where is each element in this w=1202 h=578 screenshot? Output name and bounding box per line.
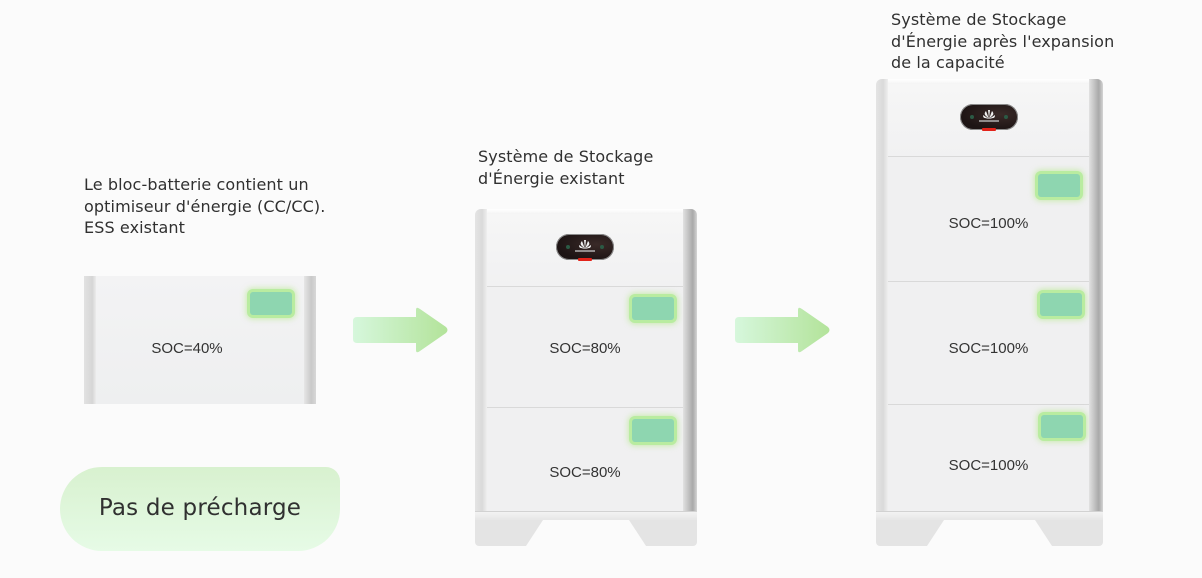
controller-module: [487, 214, 683, 286]
right-caption-line-2: d'Énergie après l'expansion: [891, 31, 1115, 51]
module-rail-right: [304, 276, 316, 404]
indicator-dot-right: [600, 245, 604, 249]
brand-text-mark: [979, 120, 999, 122]
status-red-indicator: [578, 258, 592, 261]
arrow-right-icon: [735, 307, 830, 353]
controller-display: [556, 234, 614, 261]
right-caption-line-1: Système de Stockage: [891, 10, 1067, 29]
status-led-icon: [632, 419, 674, 442]
status-led-icon: [1040, 293, 1082, 316]
soc-label: SOC=80%: [549, 340, 621, 357]
status-led-icon: [1041, 415, 1083, 438]
stack-edge-left: [475, 209, 487, 520]
badge-label: Pas de précharge: [98, 495, 302, 521]
battery-module: SOC=100%: [888, 281, 1089, 404]
no-precharge-badge: Pas de précharge: [60, 467, 340, 551]
existing-ess-stack: SOC=80% SOC=80%: [475, 209, 697, 546]
battery-module: SOC=100%: [888, 404, 1089, 511]
battery-module: SOC=80%: [487, 286, 683, 407]
left-caption-line-3: ESS existant: [84, 218, 186, 237]
right-caption: Système de Stockage d'Énergie après l'ex…: [891, 9, 1114, 74]
controller-display: [960, 104, 1018, 131]
status-led-icon: [250, 292, 292, 315]
soc-label: SOC=80%: [549, 464, 621, 481]
huawei-logo-icon: [983, 110, 995, 119]
brand-text-mark: [575, 250, 595, 252]
right-caption-line-3: de la capacité: [891, 53, 1005, 72]
left-caption: Le bloc-batterie contient un optimiseur …: [84, 174, 325, 239]
status-led-icon: [1038, 174, 1080, 197]
module-rail-left: [84, 276, 96, 404]
stack-edge-right: [1089, 79, 1103, 520]
stack-top-cap: [888, 79, 1089, 84]
indicator-dot-right: [1004, 115, 1008, 119]
foot-right: [629, 520, 697, 546]
stack-edge-left: [876, 79, 888, 520]
single-battery-module: SOC=40%: [84, 276, 316, 404]
foot-left: [475, 520, 543, 546]
controller-module: [888, 84, 1089, 156]
indicator-dot-left: [566, 245, 570, 249]
foot-left: [876, 520, 944, 546]
stack-feet: [876, 520, 1103, 546]
soc-label: SOC=100%: [948, 215, 1029, 232]
indicator-dot-left: [970, 115, 974, 119]
soc-label: SOC=40%: [151, 340, 223, 357]
middle-caption-line-1: Système de Stockage: [478, 147, 654, 166]
huawei-logo-icon: [579, 240, 591, 249]
foot-right: [1035, 520, 1103, 546]
stack-base: [475, 511, 697, 520]
expanded-ess-stack: SOC=100% SOC=100% SOC=100%: [876, 79, 1103, 546]
stack-edge-right: [683, 209, 697, 520]
battery-module: SOC=100%: [888, 156, 1089, 281]
status-red-indicator: [982, 128, 996, 131]
stack-base: [876, 511, 1103, 520]
status-led-icon: [632, 297, 674, 320]
left-caption-line-2: optimiseur d'énergie (CC/CC).: [84, 196, 326, 216]
soc-label: SOC=100%: [948, 457, 1029, 474]
soc-label: SOC=100%: [948, 340, 1029, 357]
middle-caption-line-2: d'Énergie existant: [478, 168, 625, 188]
arrow-right-icon: [353, 307, 448, 353]
left-caption-line-1: Le bloc-batterie contient un: [84, 175, 309, 194]
battery-module: SOC=80%: [487, 407, 683, 512]
middle-caption: Système de Stockage d'Énergie existant: [478, 146, 653, 189]
stack-top-cap: [487, 209, 683, 214]
stack-feet: [475, 520, 697, 546]
